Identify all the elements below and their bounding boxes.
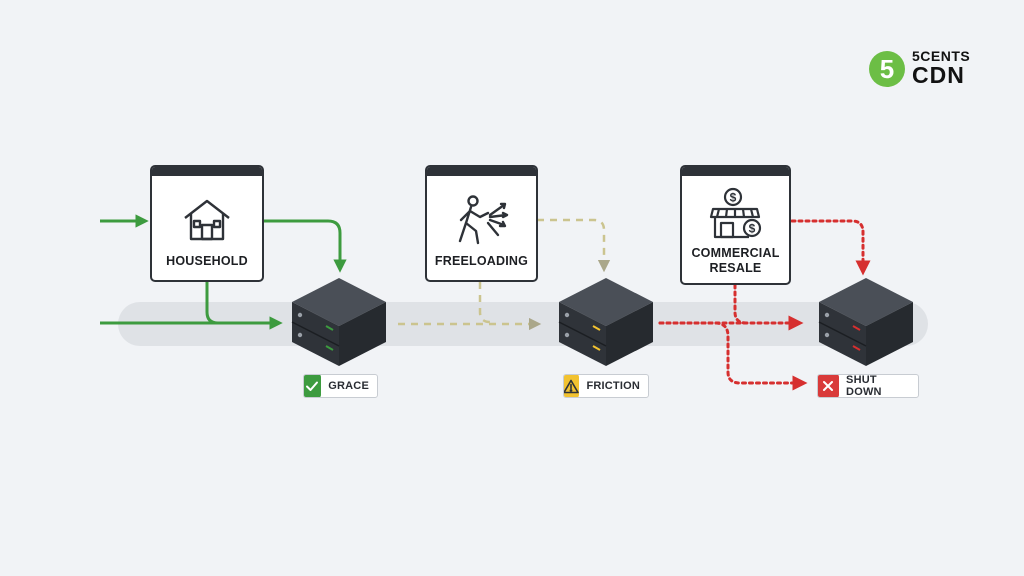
warning-icon: [564, 375, 580, 397]
server-shutdown: [818, 278, 913, 366]
household-to-server: [262, 219, 347, 273]
card-label-resale: RESALE: [709, 261, 762, 275]
household-connectors: [100, 214, 347, 330]
brand-logo: 5 5CENTS CDN: [868, 46, 988, 90]
svg-text:$: $: [729, 191, 736, 205]
status-badge-shutdown: SHUT DOWN: [817, 374, 919, 398]
close-icon: [818, 375, 840, 397]
logo-number: 5: [880, 54, 894, 84]
check-icon: [304, 375, 322, 397]
card-header-bar: [427, 167, 536, 176]
freeloading-to-server: [537, 218, 611, 273]
storefront-icon: $ $: [682, 185, 789, 241]
household-to-track: [205, 280, 219, 325]
card-header-bar: [152, 167, 262, 176]
logo-badge-icon: 5: [869, 51, 905, 87]
status-badge-grace: GRACE: [303, 374, 378, 398]
svg-text:$: $: [748, 222, 755, 236]
card-label-freeloading: FREELOADING: [434, 254, 529, 268]
resale-connectors: [658, 219, 871, 391]
card-header-bar: [682, 167, 789, 176]
resale-down: [733, 283, 748, 325]
status-label-friction: FRICTION: [586, 380, 640, 392]
logo-wordmark-top: 5CENTS: [912, 48, 971, 64]
server-friction: [558, 278, 653, 366]
status-label-grace: GRACE: [328, 380, 369, 392]
card-household: HOUSEHOLD: [150, 165, 264, 282]
card-label-household: HOUSEHOLD: [166, 254, 248, 268]
freeloader-icon: [427, 193, 536, 247]
status-label-shutdown: SHUT DOWN: [846, 374, 882, 398]
server-grace: [291, 278, 386, 366]
card-label-commercial: COMMERCIAL: [691, 246, 780, 260]
status-badge-friction: FRICTION: [563, 374, 649, 398]
freeloading-down: [478, 282, 491, 324]
card-commercial-resale: $ $ COMMERCIAL RESALE: [680, 165, 791, 285]
resale-to-server: [790, 219, 871, 276]
card-freeloading: FREELOADING: [425, 165, 538, 282]
logo-wordmark-bottom: CDN: [912, 62, 965, 88]
freeloading-connectors: [398, 218, 611, 331]
house-icon: [152, 197, 262, 243]
